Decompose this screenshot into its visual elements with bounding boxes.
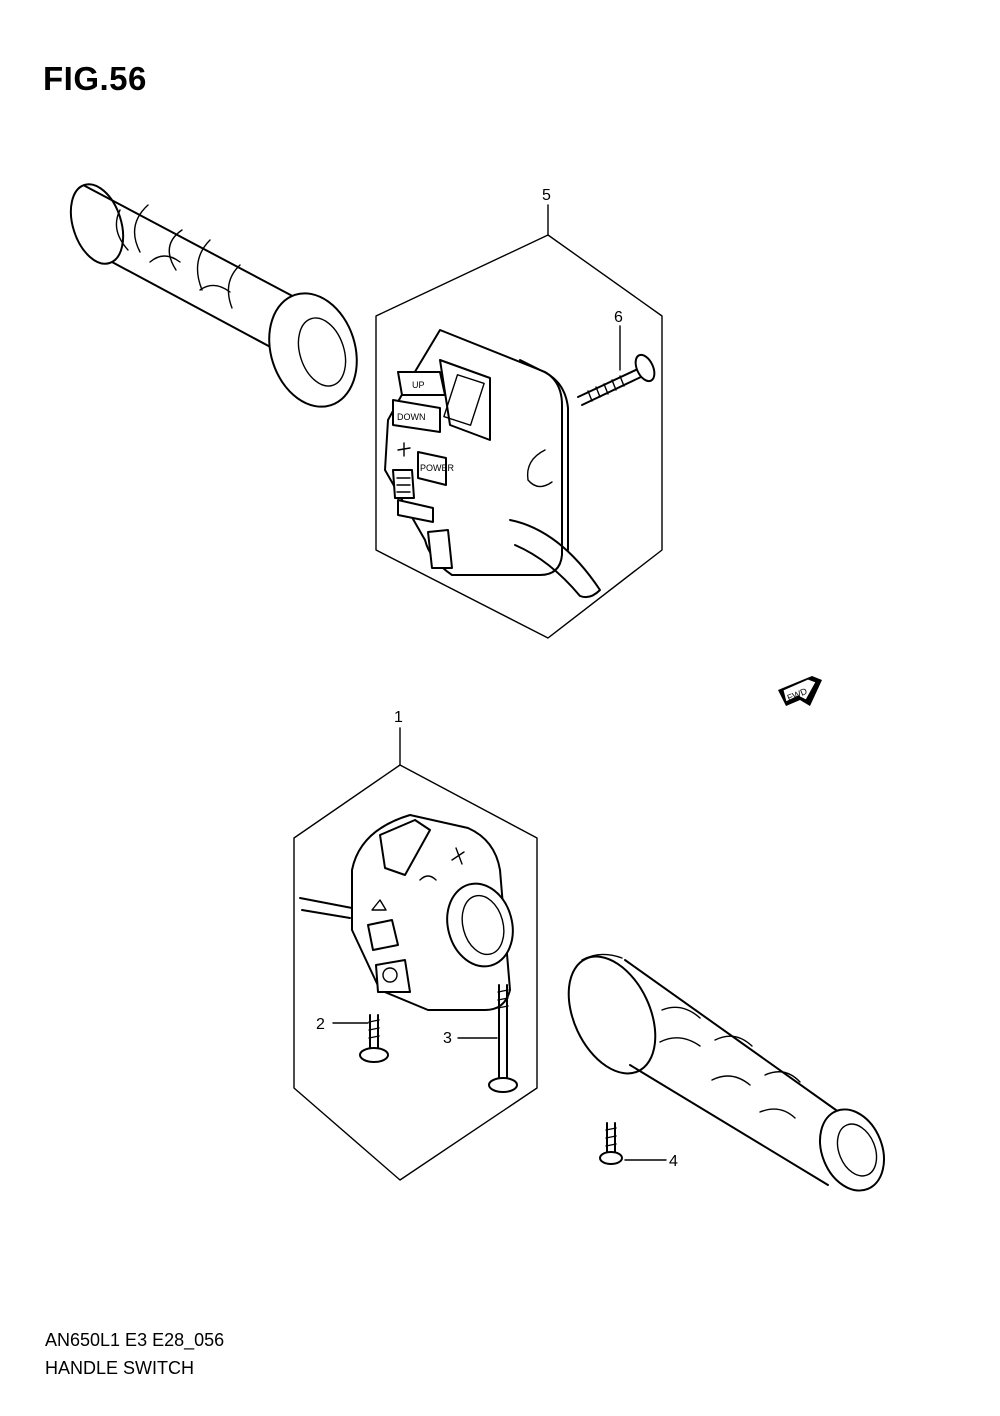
- up-label: UP: [412, 380, 425, 390]
- callout-6: 6: [614, 309, 623, 326]
- down-label: DOWN: [397, 412, 426, 422]
- screw-4: [599, 1122, 623, 1165]
- callout-2: 2: [316, 1016, 325, 1033]
- kit-5-outline: [375, 234, 663, 639]
- fwd-direction-badge: FWD: [778, 676, 822, 706]
- figure-title: FIG.56: [43, 60, 147, 97]
- left-handle-grip: [69, 183, 358, 408]
- callout-3: 3: [443, 1030, 452, 1047]
- power-label: POWER: [420, 463, 455, 473]
- left-handle-switch: [299, 814, 514, 1011]
- callout-5: 5: [542, 187, 551, 204]
- diagram-name: HANDLE SWITCH: [45, 1358, 195, 1378]
- right-handle-switch: UP DOWN POWER: [384, 329, 601, 599]
- screw-3: [488, 984, 518, 1093]
- callout-1: 1: [394, 709, 403, 726]
- callout-4: 4: [669, 1153, 678, 1170]
- screw-6: [577, 353, 656, 406]
- kit-1-outline: [293, 764, 538, 1181]
- model-code: AN650L1 E3 E28_056: [45, 1330, 225, 1350]
- right-handle-grip: [567, 953, 885, 1192]
- screw-2: [359, 1014, 389, 1063]
